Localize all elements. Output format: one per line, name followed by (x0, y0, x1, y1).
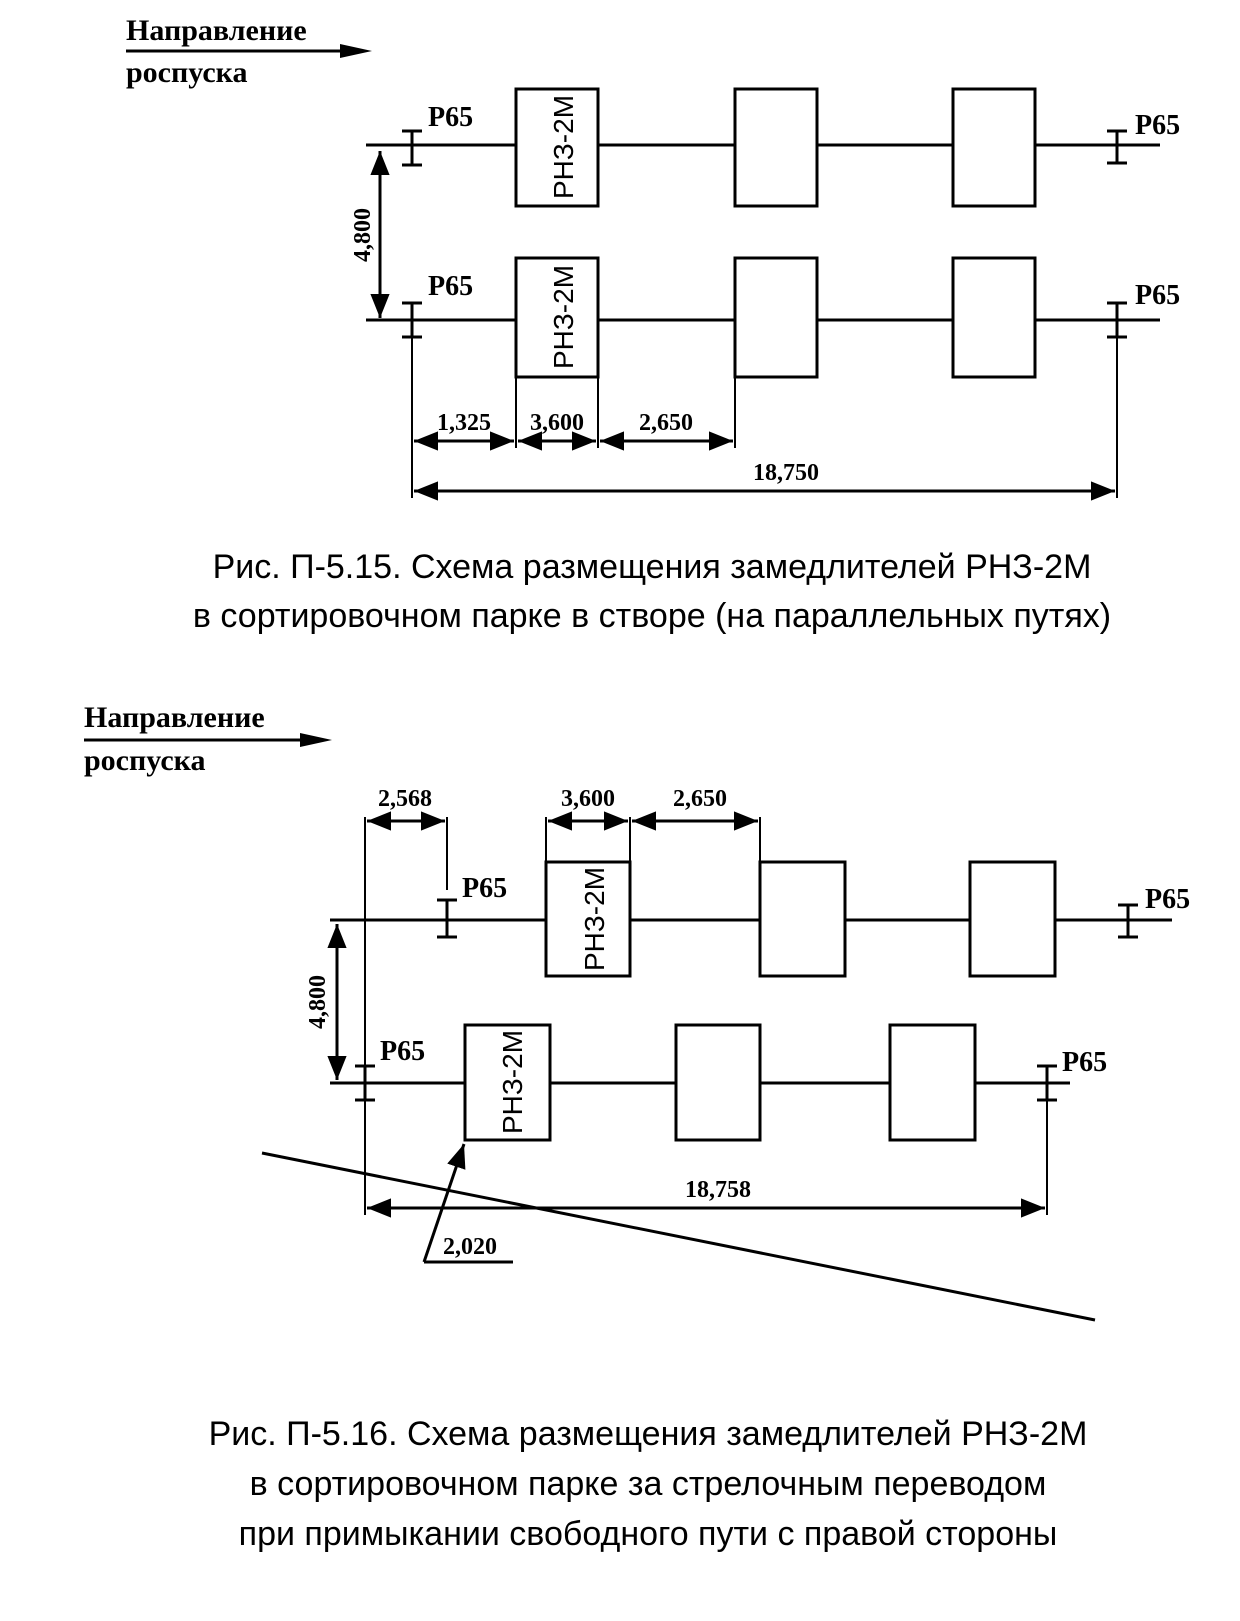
retarder-1-top-1 (514, 87, 600, 208)
rail-label-1-bottom-left: Р65 (428, 271, 473, 302)
direction-arrow-2 (84, 733, 332, 747)
dim-1-c-label: 2,650 (639, 410, 693, 436)
rail-label-2-top-right: Р65 (1145, 884, 1190, 915)
retarder-2-top-3 (968, 860, 1057, 978)
retarder-1-bottom-3 (951, 256, 1037, 379)
rail-joint-1-top-right (1107, 129, 1127, 165)
direction-arrow (126, 44, 372, 58)
direction-label-2-line1: Направление (84, 701, 265, 734)
figure-2: Направление роспуска 2,568 3,600 2,650 (84, 701, 1190, 1553)
direction-label-2-line2: роспуска (84, 744, 206, 777)
rail-joint-2-top-right (1118, 903, 1138, 939)
retarder-1-top-3 (951, 87, 1037, 208)
dim-2-total-label: 18,758 (685, 1177, 751, 1203)
figure-2-caption-line1: Рис. П-5.16. Схема размещения замедлител… (209, 1415, 1088, 1453)
figure-2-caption-line2: в сортировочном парке за стрелочным пере… (250, 1465, 1047, 1503)
rail-joint-1-top-left (402, 129, 422, 167)
dim-spacing-2-label: 4,800 (305, 975, 331, 1029)
dim-1-b-label: 3,600 (530, 410, 584, 436)
figure-1-caption-line2: в сортировочном парке в створе (на парал… (193, 597, 1111, 635)
retarder-1-bottom-1 (514, 256, 600, 379)
rail-label-2-bottom-left: Р65 (380, 1036, 425, 1067)
figure-1: Направление роспуска Р65 Р65 РНЗ-2М (126, 14, 1180, 635)
retarder-1-top-2 (733, 87, 819, 208)
retarder-label-2-top: РНЗ-2М (579, 867, 610, 971)
dim-spacing-1-label: 4,800 (350, 208, 376, 262)
dim-2-b-label: 3,600 (561, 786, 615, 812)
rail-label-1-top-right: Р65 (1135, 110, 1180, 141)
dim-2-c-label: 2,650 (673, 786, 727, 812)
figure-1-caption-line1: Рис. П-5.15. Схема размещения замедлител… (213, 548, 1092, 586)
dim-2-offset-label: 2,568 (378, 786, 432, 812)
retarder-1-bottom-2 (733, 256, 819, 379)
retarder-2-top-1 (544, 860, 632, 978)
retarder-label-1-bottom: РНЗ-2М (548, 265, 579, 369)
rail-joint-2-bottom-left (355, 1064, 375, 1102)
direction-label-line1: Направление (126, 14, 307, 47)
figure-2-caption-line3: при примыкании свободного пути с правой … (239, 1515, 1058, 1553)
retarder-label-2-bottom: РНЗ-2М (497, 1030, 528, 1134)
retarder-2-bottom-3 (888, 1023, 977, 1142)
retarder-label-1-top: РНЗ-2М (548, 95, 579, 199)
rail-label-2-top-left: Р65 (462, 873, 507, 904)
rail-label-2-bottom-right: Р65 (1062, 1047, 1107, 1078)
rail-joint-2-top-left (437, 898, 457, 939)
retarder-2-bottom-1 (463, 1023, 552, 1142)
direction-label-line2: роспуска (126, 56, 248, 89)
rail-label-1-bottom-right: Р65 (1135, 280, 1180, 311)
retarder-2-bottom-2 (674, 1023, 762, 1142)
diverging-track-line (261, 1151, 1096, 1322)
dim-1-a-label: 1,325 (437, 410, 491, 436)
retarder-2-top-2 (758, 860, 847, 978)
dim-2-switch-leader (422, 1143, 466, 1263)
dim-1-total-label: 18,750 (753, 460, 819, 486)
rail-label-1-top-left: Р65 (428, 102, 473, 133)
dim-2-switch-label: 2,020 (443, 1234, 497, 1260)
